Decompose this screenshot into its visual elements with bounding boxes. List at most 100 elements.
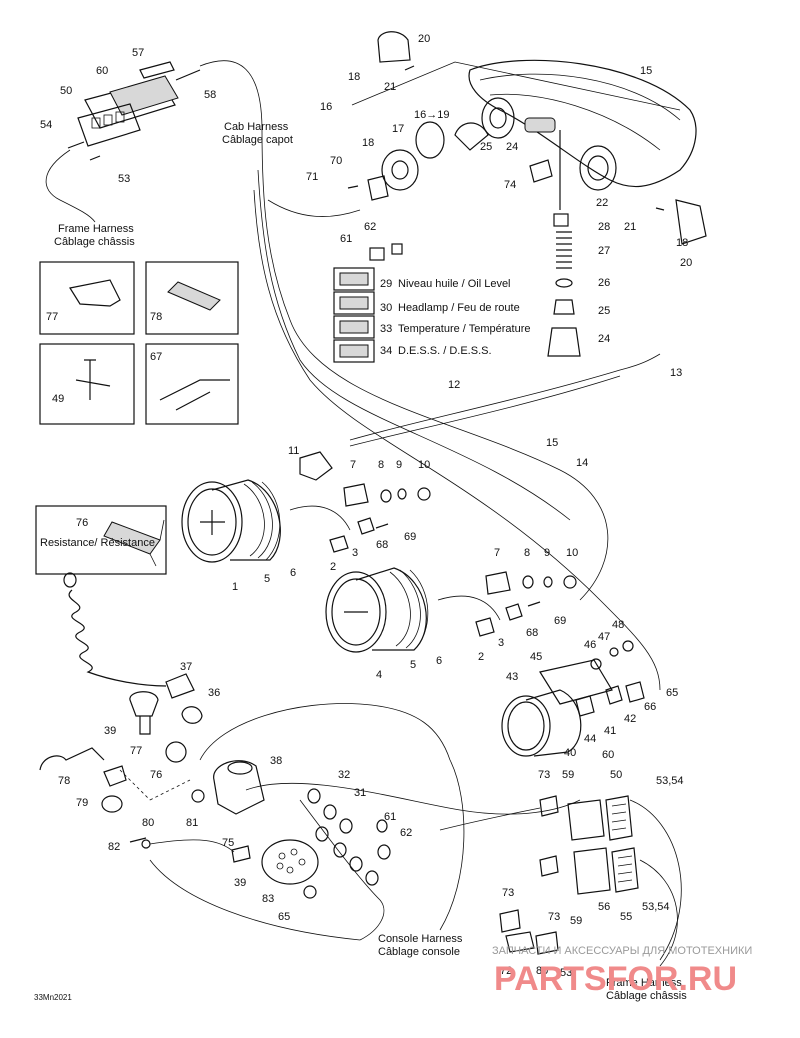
gauge-1	[181, 451, 431, 563]
callout-12: 12	[448, 379, 460, 391]
indicator-headlamp: Headlamp / Feu de route	[398, 302, 520, 314]
callout-33: 29	[380, 278, 392, 290]
callout-54: 54	[40, 119, 52, 131]
gauge-42	[501, 640, 645, 757]
callout-36: 34	[380, 345, 392, 357]
callout-76: 79	[76, 797, 88, 809]
gauge-4	[325, 567, 577, 653]
console-group	[141, 703, 581, 941]
callout-5a: 5	[264, 573, 270, 585]
callout-77: 80	[142, 817, 154, 829]
callout-67: 70	[330, 155, 342, 167]
callout-8b: 8	[524, 547, 530, 559]
callout-60a: 62	[364, 221, 376, 233]
watermark-line2: PARTSFOR.RU	[494, 960, 737, 998]
callout-51: 49	[52, 393, 64, 405]
callout-2b: 2	[478, 651, 484, 663]
callout-25: 25	[480, 141, 492, 153]
callout-15: 15	[546, 437, 558, 449]
callout-47: 45	[530, 651, 542, 663]
callout-49: 47	[598, 631, 610, 643]
resistance-inset	[35, 505, 167, 575]
indicator-temperature: Temperature / Température	[398, 323, 530, 335]
callout-5b: 5	[410, 659, 416, 671]
callout-46: 44	[584, 733, 596, 745]
callout-82: 81	[186, 817, 198, 829]
callout-34: 30	[380, 302, 392, 314]
callout-21b: 20	[680, 257, 692, 269]
callout-72: 75	[222, 837, 234, 849]
callout-18: 17	[392, 123, 404, 135]
callout-8a: 8	[378, 459, 384, 471]
callout-1: 1	[232, 581, 238, 593]
indicator-dess: D.E.S.S. / D.E.S.S.	[398, 345, 492, 357]
callout-30: 28	[598, 221, 610, 233]
callout-14: 14	[576, 457, 588, 469]
callout-57-58b: 59	[570, 915, 582, 927]
callout-53b: 53	[560, 967, 572, 979]
callout-52: 50	[60, 85, 72, 97]
callout-43: 41	[604, 725, 616, 737]
tether-cord	[39, 572, 203, 843]
callout-61: 60	[96, 65, 108, 77]
fuse-box-group	[45, 60, 263, 223]
watermark-line1: ЗАПЧАСТИ И АКСЕССУАРЫ ДЛЯ МОТОТЕХНИКИ	[492, 945, 752, 957]
watermark: ЗАПЧАСТИ И АКСЕССУАРЫ ДЛЯ МОТОТЕХНИКИ PA…	[492, 945, 752, 998]
callout-21a: 20	[418, 33, 430, 45]
callout-79: 77	[46, 311, 58, 323]
callout-labels: 57 60 58 50 54 53 20 18 21 15 16 16→19 1…	[40, 33, 692, 979]
callout-7b: 7	[494, 547, 500, 559]
resistance-label: Resistance/ Résistance	[40, 537, 155, 549]
callout-57-58a: 59	[562, 769, 574, 781]
connector-group	[439, 795, 682, 967]
callout-22a: 21	[384, 81, 396, 93]
callout-66b: 69	[554, 615, 566, 627]
callout-44: 42	[624, 713, 636, 725]
callout-37: 36	[208, 687, 220, 699]
callout-3b: 3	[498, 637, 504, 649]
callout-35: 33	[380, 323, 392, 335]
cab-harness-fr: Câblage capot	[222, 134, 293, 146]
callout-26: 24	[598, 333, 610, 345]
callout-70c: 73	[548, 911, 560, 923]
callout-66a: 69	[404, 531, 416, 543]
callout-19: 18	[362, 137, 374, 149]
callout-48: 46	[584, 639, 596, 651]
cab-harness-en: Cab Harness	[224, 121, 289, 133]
callout-57: 58	[204, 89, 216, 101]
callout-17: 16→19	[414, 109, 449, 121]
callout-55: 55	[620, 911, 632, 923]
frame-harness2-fr: Câblage châssis	[606, 990, 687, 1002]
callout-41: 39	[104, 725, 116, 737]
callout-9a: 9	[396, 459, 402, 471]
callout-52b: 50	[610, 769, 622, 781]
callout-20a: 18	[348, 71, 360, 83]
callout-38: 37	[180, 661, 192, 673]
callout-32: 32	[338, 769, 350, 781]
callout-13: 13	[670, 367, 682, 379]
frame-harness2-en: Frame Harness	[606, 977, 682, 989]
callout-81: 80	[536, 965, 548, 977]
callout-6b: 6	[436, 655, 442, 667]
callout-20b: 18	[676, 237, 688, 249]
callout-61b: 60	[602, 749, 614, 761]
headlamp-group	[347, 31, 707, 357]
callout-39: 38	[270, 755, 282, 767]
callout-42: 40	[564, 747, 576, 759]
callout-65b: 68	[526, 627, 538, 639]
callout-69: 72	[500, 965, 512, 977]
indicator-lamps	[333, 243, 403, 363]
callout-10a: 10	[418, 459, 430, 471]
callout-53-54b: 53,54	[642, 901, 670, 913]
callout-40: 39	[234, 877, 246, 889]
callout-53: 53	[118, 173, 130, 185]
callout-31: 31	[354, 787, 366, 799]
callout-6a: 6	[290, 567, 296, 579]
callout-7a: 7	[350, 459, 356, 471]
console-harness-en: Console Harness	[378, 933, 463, 945]
callout-23: 22	[596, 197, 608, 209]
callout-78: 76	[76, 517, 88, 529]
callout-60b: 62	[400, 827, 412, 839]
callout-84: 83	[262, 893, 274, 905]
callout-50: 48	[612, 619, 624, 631]
